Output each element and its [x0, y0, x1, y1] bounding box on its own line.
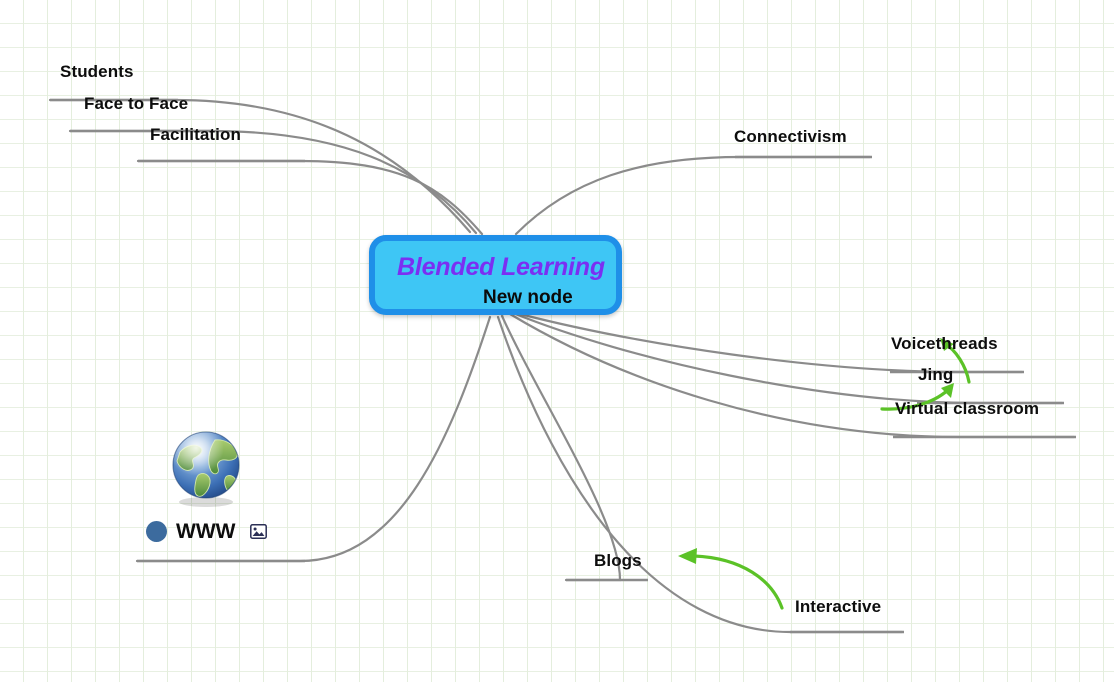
node-label-virtual-classroom[interactable]: Virtual classroom	[895, 399, 1040, 418]
branch-connectivism	[514, 155, 872, 236]
branch-virtual-classroom	[508, 312, 1076, 439]
branch-jing	[511, 311, 1064, 405]
branch-students	[48, 98, 472, 234]
node-label-students[interactable]: Students	[60, 62, 134, 81]
arrowhead-blogs	[678, 548, 697, 564]
node-label-interactive[interactable]: Interactive	[795, 597, 882, 616]
node-label-jing[interactable]: Jing	[918, 365, 954, 384]
arrowhead-jing	[941, 383, 954, 398]
central-node-title: Blended Learning	[397, 253, 605, 281]
www-node[interactable]: WWW	[146, 520, 268, 543]
node-label-connectivism[interactable]: Connectivism	[734, 127, 847, 146]
branch-interactive	[496, 315, 904, 634]
node-label-facilitation[interactable]: Facilitation	[150, 125, 241, 144]
branch-face-to-face	[68, 129, 478, 235]
www-bullet-icon	[146, 521, 167, 542]
node-label-face-to-face[interactable]: Face to Face	[84, 94, 189, 113]
node-label-voicethreads[interactable]: Voicethreads	[891, 334, 998, 353]
central-node-subtitle: New node	[483, 287, 573, 308]
node-label-www: WWW	[176, 520, 236, 543]
picture-icon[interactable]	[250, 524, 268, 539]
branch-facilitation	[136, 159, 484, 236]
arrow-to-blogs	[692, 554, 784, 610]
globe-earth-icon	[170, 430, 242, 508]
node-label-blogs[interactable]: Blogs	[594, 551, 642, 570]
central-node[interactable]: Blended Learning New node	[369, 235, 622, 315]
branch-blogs	[500, 314, 622, 582]
